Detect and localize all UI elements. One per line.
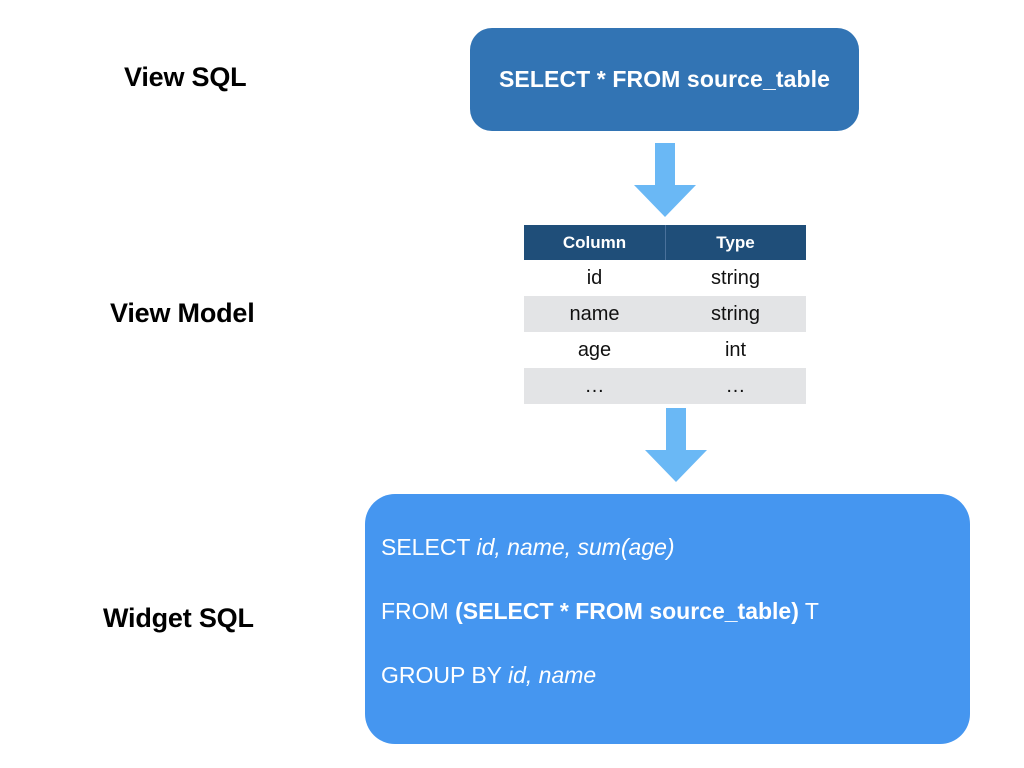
arrow-down-icon-view-model-to-widget-sql (645, 408, 707, 482)
cell-type: … (665, 368, 806, 404)
cell-column: age (524, 332, 665, 368)
widget-sql-line-groupby: GROUP BY id, name (381, 664, 970, 687)
widget-sql-line-select: SELECT id, name, sum(age) (381, 536, 970, 559)
widget-sql-box: SELECT id, name, sum(age) FROM (SELECT *… (365, 494, 970, 744)
arrow-down-icon-view-sql-to-view-model (634, 143, 696, 217)
widget-sql-token-2-0: GROUP BY (381, 662, 508, 688)
column-header-column: Column (524, 225, 665, 260)
cell-column: id (524, 260, 665, 296)
cell-type: string (665, 260, 806, 296)
row-label-widget-sql: Widget SQL (103, 603, 254, 633)
column-header-type: Type (665, 225, 806, 260)
table-row: id string (524, 260, 806, 296)
cell-type: int (665, 332, 806, 368)
widget-sql-token-0-1: id, name, sum(age) (476, 534, 675, 560)
widget-sql-token-1-2: T (798, 598, 819, 624)
cell-type: string (665, 296, 806, 332)
table-header-row: Column Type (524, 225, 806, 260)
widget-sql-token-1-0: FROM (381, 598, 456, 624)
view-model-table: Column Type id string name string age in… (524, 225, 806, 404)
row-label-view-sql: View SQL (124, 62, 247, 92)
cell-column: name (524, 296, 665, 332)
view-sql-box: SELECT * FROM source_table (470, 28, 859, 131)
view-sql-statement: SELECT * FROM source_table (498, 66, 831, 92)
widget-sql-token-1-1: (SELECT * FROM source_table) (455, 598, 799, 624)
table-row: age int (524, 332, 806, 368)
cell-column: … (524, 368, 665, 404)
row-label-view-model: View Model (110, 298, 255, 328)
widget-sql-token-2-1: id, name (507, 662, 597, 688)
widget-sql-line-from: FROM (SELECT * FROM source_table) T (381, 600, 970, 623)
table-row: … … (524, 368, 806, 404)
widget-sql-token-0-0: SELECT (381, 534, 477, 560)
table-row: name string (524, 296, 806, 332)
